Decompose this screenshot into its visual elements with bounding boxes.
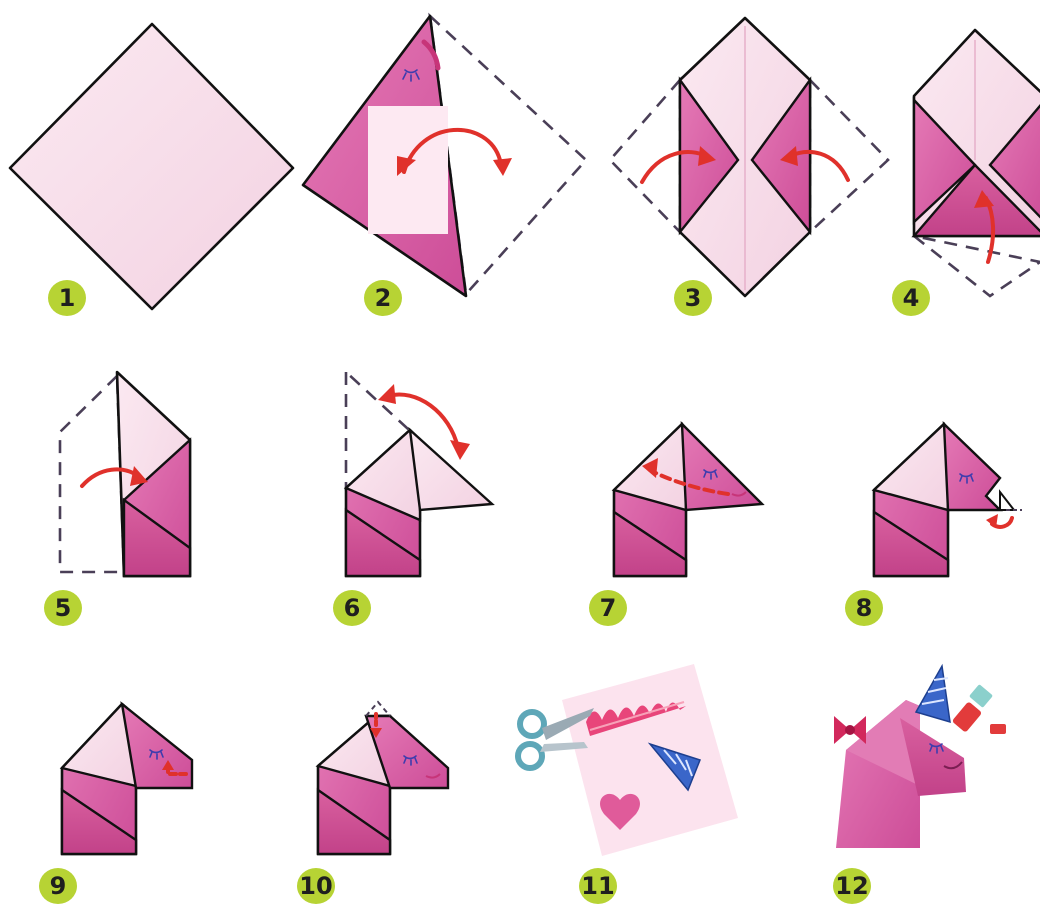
head-flap <box>944 424 1000 510</box>
step-number: 1 <box>59 284 76 312</box>
step-badge-3: 3 <box>674 280 712 316</box>
step-badge-5: 5 <box>44 590 82 626</box>
step-4-diagram <box>914 30 1040 296</box>
step-badge-1: 1 <box>48 280 86 316</box>
step-12-diagram <box>834 666 1006 848</box>
step-badge-12: 12 <box>833 868 871 904</box>
step-3-diagram <box>610 18 888 296</box>
step-number: 8 <box>856 594 873 622</box>
arrowhead-icon <box>493 158 512 176</box>
step-number: 2 <box>375 284 392 312</box>
step-5-diagram <box>60 372 190 576</box>
step-11-diagram <box>518 664 738 856</box>
square-paper <box>10 24 293 309</box>
step-number: 4 <box>903 284 920 312</box>
step-badge-8: 8 <box>845 590 883 626</box>
step-badge-11: 11 <box>579 868 617 904</box>
head-flap <box>682 424 762 510</box>
dashed-outline <box>60 376 124 572</box>
glue-stick-icon <box>952 684 1006 734</box>
nose-tip <box>1000 492 1014 510</box>
step-badge-7: 7 <box>589 590 627 626</box>
step-number: 5 <box>55 594 72 622</box>
step-badge-2: 2 <box>364 280 402 316</box>
step-number: 7 <box>600 594 617 622</box>
step-number: 11 <box>581 872 614 900</box>
craft-paper-sheet <box>562 664 738 856</box>
dashed-outline <box>914 236 1040 296</box>
dashed-tip <box>366 702 390 716</box>
step-badge-4: 4 <box>892 280 930 316</box>
step-2-diagram <box>303 16 586 296</box>
step-10-diagram <box>318 702 448 854</box>
step-6-diagram <box>346 372 492 576</box>
step-number: 10 <box>299 872 332 900</box>
step-7-diagram <box>614 424 762 576</box>
step-9-diagram <box>62 704 192 854</box>
step-1-diagram <box>10 24 293 309</box>
step-number: 12 <box>835 872 868 900</box>
bow-icon <box>834 716 866 744</box>
step-number: 6 <box>344 594 361 622</box>
arrowhead-icon <box>378 384 396 404</box>
paper-highlight <box>368 106 448 234</box>
horn-icon <box>916 666 950 722</box>
step-badge-10: 10 <box>297 868 335 904</box>
step-8-diagram <box>874 424 1022 576</box>
arrowhead-icon <box>450 440 470 460</box>
step-badge-6: 6 <box>333 590 371 626</box>
step-badge-9: 9 <box>39 868 77 904</box>
step-number: 3 <box>685 284 702 312</box>
step-number: 9 <box>50 872 67 900</box>
